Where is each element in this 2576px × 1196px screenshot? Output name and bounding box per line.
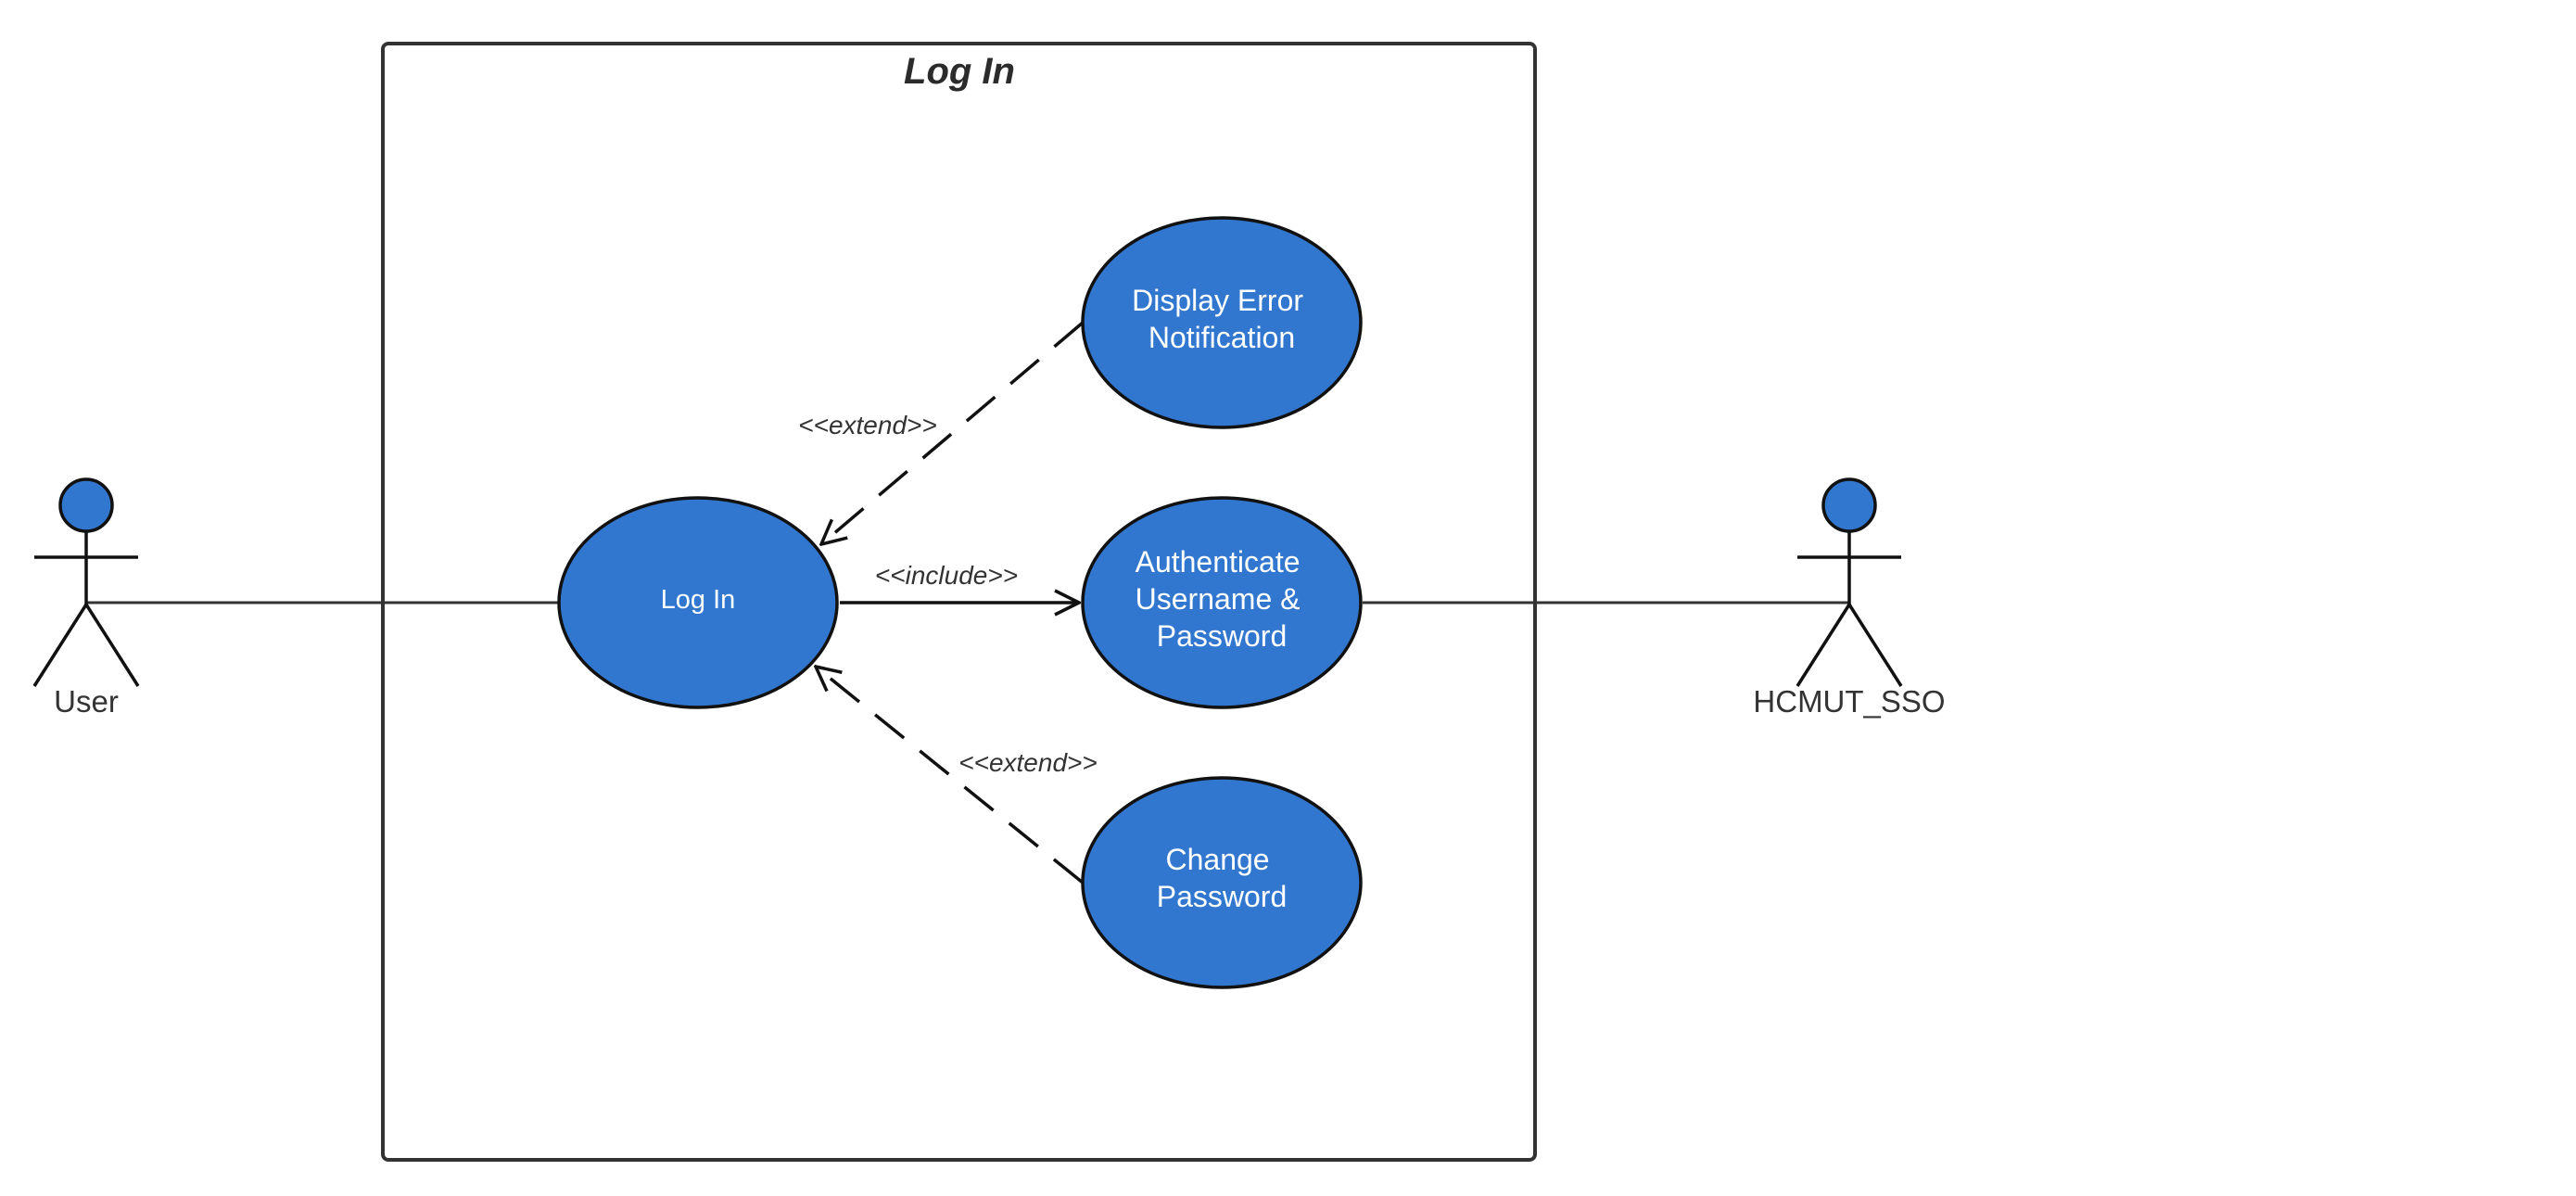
- use-case-change-password[interactable]: Change Password: [1081, 776, 1363, 989]
- use-case-authenticate-line2: Username &: [1136, 582, 1301, 616]
- svg-text:Display Error Notificati: Display Error Notification: [1132, 284, 1312, 354]
- svg-text:Authenticate Username &: Authenticate Username & Password: [1136, 545, 1309, 653]
- actor-user-label: User: [54, 684, 119, 719]
- actor-sso-right-leg: [1847, 604, 1903, 687]
- use-case-display-error-shape: [1081, 216, 1363, 429]
- use-case-authenticate-line3: Password: [1157, 619, 1288, 653]
- actor-sso[interactable]: HCMUT_SSO: [1753, 477, 1946, 719]
- actor-user[interactable]: User: [32, 477, 140, 719]
- use-case-display-error-line2: Notification: [1148, 321, 1295, 354]
- include-label: <<include>>: [875, 561, 1018, 590]
- use-case-change-password-line1: Change: [1166, 843, 1270, 876]
- use-case-authenticate-line1: Authenticate: [1136, 545, 1301, 579]
- use-case-change-password-shape: [1081, 776, 1363, 989]
- use-case-authenticate[interactable]: Authenticate Username & Password: [1081, 496, 1363, 709]
- actor-sso-left-leg: [1796, 604, 1851, 687]
- use-case-display-error[interactable]: Display Error Notification: [1081, 216, 1363, 429]
- use-case-login-label: Log In: [661, 585, 736, 615]
- system-title: Log In: [904, 51, 1015, 92]
- use-case-authenticate-shape: [1081, 496, 1363, 709]
- actor-user-head: [58, 477, 114, 533]
- actor-user-left-leg: [32, 604, 88, 687]
- actor-user-right-leg: [84, 604, 140, 687]
- actor-sso-head: [1821, 477, 1877, 533]
- use-case-display-error-line1: Display Error: [1132, 284, 1303, 317]
- use-case-login-shape: [557, 496, 839, 709]
- use-case-change-password-line2: Password: [1157, 880, 1288, 913]
- actor-sso-label: HCMUT_SSO: [1753, 684, 1945, 719]
- use-case-login[interactable]: Log In: [557, 496, 839, 709]
- svg-text:Change Password: Change Password: [1157, 843, 1288, 913]
- extend-label-change: <<extend>>: [958, 748, 1097, 777]
- extend-label-error: <<extend>>: [798, 411, 936, 439]
